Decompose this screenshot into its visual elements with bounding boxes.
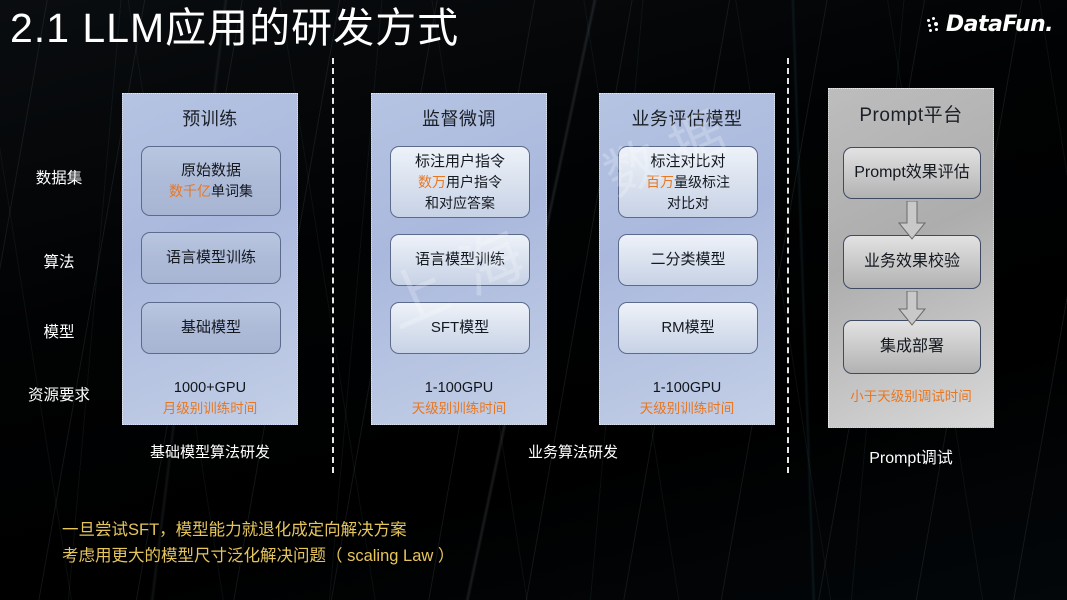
- logo-wordmark: DataFun.: [945, 12, 1054, 37]
- highlight-text: 百万: [646, 173, 674, 190]
- panel-title-sft: 监督微调: [422, 109, 496, 129]
- row-label-dataset: 数据集: [35, 170, 83, 187]
- rest-text: 单词集: [211, 183, 253, 200]
- box-line-1: 标注用户指令: [414, 152, 505, 170]
- box-line-1: 语言模型训练: [414, 251, 505, 269]
- box-sft-model[interactable]: SFT模型: [390, 302, 530, 354]
- row-label-model: 模型: [43, 324, 75, 341]
- resource-sub: 天级别训练时间: [639, 401, 735, 417]
- box-pretrain-algorithm[interactable]: 语言模型训练: [141, 232, 281, 284]
- box-line-1: 语言模型训练: [165, 249, 256, 267]
- footnote: 一旦尝试SFT，模型能力就退化成定向解决方案 考虑用更大的模型尺寸泛化解决问题（…: [62, 518, 454, 569]
- box-sft-dataset[interactable]: 标注用户指令 数万用户指令 和对应答案: [390, 146, 530, 218]
- divider-left: [332, 58, 334, 473]
- box-line-1: 标注对比对: [650, 152, 726, 170]
- rest-text: 用户指令: [446, 173, 502, 190]
- box-rm-model[interactable]: RM模型: [618, 302, 758, 354]
- box-rm-algorithm[interactable]: 二分类模型: [618, 234, 758, 286]
- resource-value: 1-100GPU: [652, 380, 722, 396]
- box-line-1: 二分类模型: [650, 251, 726, 269]
- rest-text: 量级标注: [674, 173, 730, 190]
- panel-title-rm: 业务评估模型: [631, 109, 743, 129]
- box-line-1: Prompt效果评估: [854, 163, 970, 181]
- resource-sft: 1-100GPU 天级别训练时间: [372, 378, 546, 419]
- panel-title-prompt: Prompt平台: [859, 105, 963, 126]
- box-line-3: 和对应答案: [425, 194, 495, 211]
- datafun-logo: DataFun.: [926, 12, 1054, 37]
- panel-pretrain: 预训练 原始数据 数千亿单词集 语言模型训练 基础模型 1000+GPU 月级别…: [122, 93, 298, 425]
- row-label-resource: 资源要求: [27, 387, 90, 404]
- panel-title-pretrain: 预训练: [182, 109, 238, 129]
- row-label-algorithm: 算法: [43, 254, 75, 271]
- caption-prompt: Prompt调试: [869, 450, 953, 467]
- box-line-1: RM模型: [661, 319, 715, 337]
- box-line-2: 百万量级标注: [646, 174, 730, 192]
- box-sft-algorithm[interactable]: 语言模型训练: [390, 234, 530, 286]
- box-pretrain-model[interactable]: 基础模型: [141, 302, 281, 354]
- resource-value: 1000+GPU: [173, 380, 247, 396]
- panel-sft: 监督微调 标注用户指令 数万用户指令 和对应答案 语言模型训练 SFT模型 1-…: [371, 93, 547, 425]
- footnote-line-1: 一旦尝试SFT，模型能力就退化成定向解决方案: [62, 521, 407, 539]
- box-line-3: 对比对: [667, 194, 709, 211]
- resource-sub: 小于天级别调试时间: [850, 389, 972, 404]
- resource-rm: 1-100GPU 天级别训练时间: [600, 378, 774, 419]
- resource-prompt: 小于天级别调试时间: [829, 387, 993, 407]
- arrow-down-icon: [897, 201, 927, 240]
- box-line-1: 基础模型: [180, 319, 241, 337]
- panel-prompt: Prompt平台 Prompt效果评估 业务效果校验 集成部署 小于天级别调试时…: [828, 88, 994, 428]
- box-line-2: 数千亿单词集: [169, 183, 253, 201]
- box-rm-dataset[interactable]: 标注对比对 百万量级标注 对比对: [618, 146, 758, 218]
- box-prompt-deploy[interactable]: 集成部署: [843, 320, 981, 374]
- box-line-2: 数万用户指令: [418, 174, 502, 192]
- box-line-1: SFT模型: [430, 319, 490, 337]
- datafun-dots-icon: [926, 16, 943, 33]
- resource-value: 1-100GPU: [424, 380, 494, 396]
- caption-pretrain: 基础模型算法研发: [149, 444, 270, 461]
- box-line-1: 集成部署: [879, 337, 944, 355]
- highlight-text: 数万: [418, 173, 446, 190]
- divider-right: [787, 58, 789, 473]
- resource-sub: 月级别训练时间: [162, 401, 258, 417]
- footnote-line-2: 考虑用更大的模型尺寸泛化解决问题（ scaling Law ）: [62, 546, 455, 565]
- resource-pretrain: 1000+GPU 月级别训练时间: [123, 378, 297, 419]
- box-prompt-evaluate[interactable]: Prompt效果评估: [843, 147, 981, 199]
- box-line-1: 原始数据: [180, 161, 241, 179]
- highlight-text: 数千亿: [169, 183, 211, 200]
- caption-business: 业务算法研发: [527, 444, 618, 461]
- resource-sub: 天级别训练时间: [411, 401, 507, 417]
- page-title: 2.1 LLM应用的研发方式: [10, 5, 460, 51]
- box-prompt-validate[interactable]: 业务效果校验: [843, 235, 981, 289]
- arrow-down-icon: [897, 291, 927, 326]
- panel-rm: 业务评估模型 标注对比对 百万量级标注 对比对 二分类模型 RM模型 1-100…: [599, 93, 775, 425]
- box-line-1: 业务效果校验: [863, 252, 960, 270]
- box-pretrain-dataset[interactable]: 原始数据 数千亿单词集: [141, 146, 281, 216]
